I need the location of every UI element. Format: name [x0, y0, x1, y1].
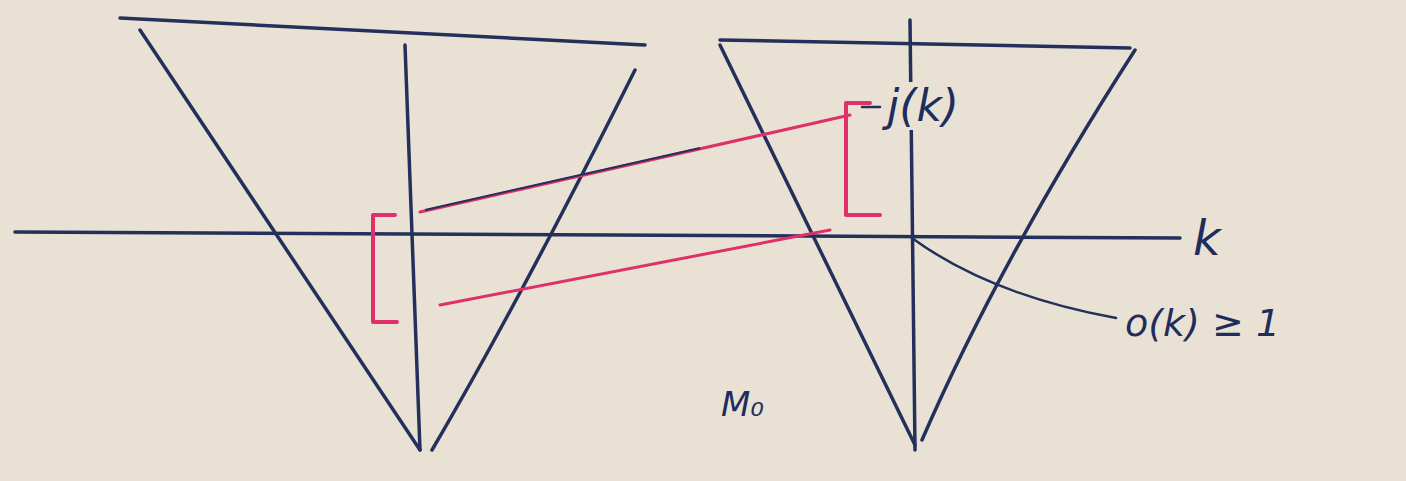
- cone-side: [432, 70, 635, 450]
- space-label: M₀: [718, 386, 767, 423]
- top-line: [720, 40, 1130, 48]
- bracket: [846, 103, 880, 215]
- leader-line: [912, 238, 1116, 318]
- cone-side: [140, 30, 420, 450]
- bracket: [373, 215, 397, 322]
- map-line: [425, 148, 700, 210]
- top-line: [120, 18, 645, 45]
- function-label: j(k): [884, 82, 962, 130]
- tick: [862, 106, 880, 109]
- map-line: [420, 115, 850, 212]
- map-line: [440, 230, 830, 305]
- condition-label: o(k) ≥ 1: [1122, 303, 1283, 345]
- k-axis: [15, 232, 1180, 238]
- axis-label: k: [1190, 212, 1224, 265]
- cone-axis: [405, 45, 420, 450]
